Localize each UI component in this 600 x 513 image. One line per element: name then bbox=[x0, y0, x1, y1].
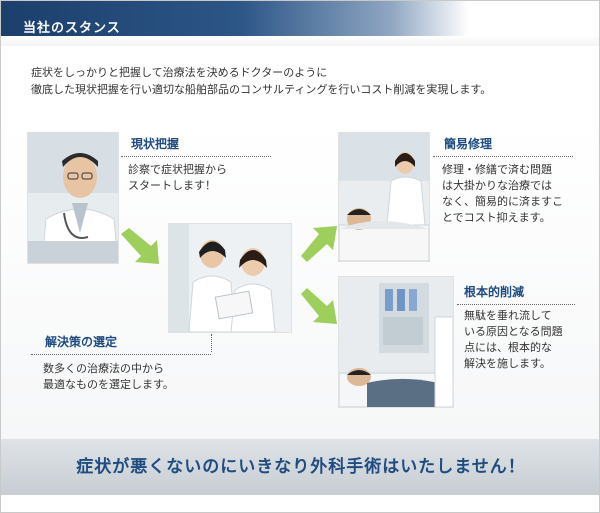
footer-message: 症状が悪くないのにいきなり外科手術はいたしません！ bbox=[76, 457, 526, 477]
step-select-body: 数多くの治療法の中から 最適なものを選定します。 bbox=[43, 361, 174, 393]
intro-text: 症状をしっかりと把握して治療法を決めるドクターのように 徹底した現状把握を行い適… bbox=[31, 64, 571, 98]
step-simple-line: なく、簡易的に済ますこ bbox=[442, 195, 563, 208]
step-select-line: 数多くの治療法の中から bbox=[43, 362, 164, 375]
step-root-line: いる原因となる問題 bbox=[464, 325, 563, 338]
step-root-line: 無駄を垂れ流して bbox=[464, 309, 552, 322]
step-select-connector bbox=[211, 334, 212, 352]
step-root-body: 無駄を垂れ流して いる原因となる問題 点には、根本的な 解決を施します。 bbox=[464, 308, 563, 372]
step-grasp-line: スタートします！ bbox=[128, 179, 216, 192]
nurse-patient-photo bbox=[338, 132, 430, 262]
step-select-title: 解決策の選定 bbox=[45, 335, 118, 349]
intro-line: 症状をしっかりと把握して治療法を決めるドクターのように bbox=[31, 66, 328, 79]
step-grasp-body: 診察で症状把握から スタートします！ bbox=[128, 162, 227, 194]
header-bar bbox=[1, 1, 599, 46]
step-select-line: 最適なものを選定します。 bbox=[43, 378, 174, 391]
step-root-divider bbox=[457, 304, 575, 305]
step-simple-body: 修理・修繕で済む問題 は大掛かりな治療では なく、簡易的に済ますこ とでコスト抑… bbox=[442, 162, 563, 226]
arrow-right-down-icon bbox=[121, 228, 159, 264]
arrow-up-right-icon bbox=[301, 226, 337, 262]
step-select-divider bbox=[31, 354, 211, 355]
step-simple-line: は大掛かりな治療では bbox=[442, 179, 552, 192]
step-grasp-line: 診察で症状把握から bbox=[128, 163, 227, 176]
consultation-photo bbox=[168, 223, 292, 333]
intro-line: 徹底した現状把握を行い適切な船舶部品のコンサルティングを行いコスト削減を実現しま… bbox=[31, 83, 492, 96]
arrow-down-right-icon bbox=[301, 288, 337, 324]
step-root-line: 解決を施します。 bbox=[464, 357, 551, 370]
step-simple-line: とでコスト抑えます。 bbox=[442, 211, 551, 224]
step-simple-divider bbox=[433, 156, 573, 157]
step-simple-line: 修理・修繕で済む問題 bbox=[442, 163, 552, 176]
step-root-title: 根本的削減 bbox=[464, 285, 525, 299]
section-title: 当社のスタンス bbox=[23, 21, 121, 36]
step-simple-title: 簡易修理 bbox=[444, 137, 493, 151]
step-grasp-title: 現状把握 bbox=[131, 137, 180, 151]
step-grasp-divider bbox=[121, 156, 271, 157]
footer-banner: 症状が悪くないのにいきなり外科手術はいたしません！ bbox=[1, 439, 599, 495]
doctor-photo bbox=[27, 132, 119, 264]
step-root-line: 点には、根本的な bbox=[464, 341, 552, 354]
patient-equipment-photo bbox=[338, 276, 454, 408]
